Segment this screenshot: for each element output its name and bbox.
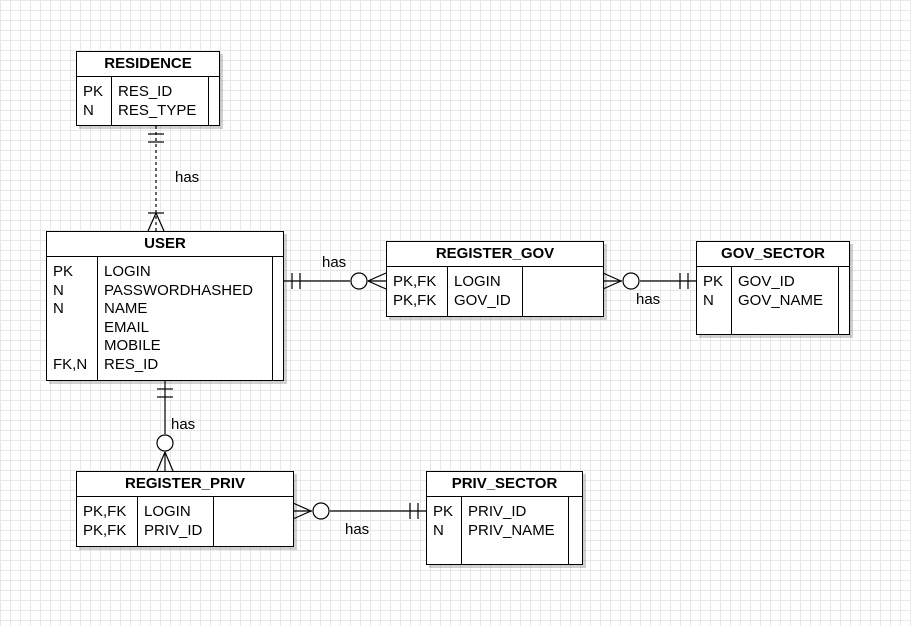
attribute-key: PK bbox=[53, 263, 74, 280]
column-divider bbox=[97, 257, 98, 380]
connector-residence-user bbox=[147, 126, 165, 232]
crowfoot-mark bbox=[292, 510, 312, 520]
connector-user-register-gov bbox=[284, 272, 387, 290]
column-divider bbox=[137, 497, 138, 546]
crowfoot-mark bbox=[367, 280, 387, 290]
column-divider bbox=[208, 77, 209, 125]
entity-title: REGISTER_GOV bbox=[387, 242, 603, 267]
column-divider bbox=[522, 267, 523, 316]
relationship-label-user-register-gov: has bbox=[322, 254, 347, 271]
attribute-key: N bbox=[53, 281, 64, 299]
attribute-name: MOBILE bbox=[104, 337, 161, 355]
column-divider bbox=[213, 497, 214, 546]
column-divider bbox=[461, 497, 462, 564]
column-divider bbox=[731, 267, 732, 334]
crowfoot-mark bbox=[156, 451, 166, 472]
column-divider bbox=[447, 267, 448, 316]
cardinality-zero-mark bbox=[350, 272, 368, 290]
attribute-key: PK,FK bbox=[393, 273, 437, 290]
attribute-name: RES_ID bbox=[104, 355, 159, 373]
attribute-name: LOGIN bbox=[454, 273, 501, 290]
cardinality-zero-mark bbox=[156, 434, 174, 452]
attribute-name: RES_TYPE bbox=[118, 101, 197, 119]
attribute-name: PRIV_NAME bbox=[468, 521, 555, 539]
crowfoot-mark bbox=[147, 212, 157, 232]
connector-register-priv-priv-sector bbox=[292, 502, 426, 520]
attribute-name: LOGIN bbox=[104, 263, 151, 280]
attribute-name: GOV_ID bbox=[738, 273, 795, 290]
crowfoot-mark bbox=[155, 212, 165, 232]
connector-user-register-priv bbox=[156, 381, 174, 472]
cardinality-zero-mark bbox=[312, 502, 330, 520]
relationship-label-user-register-priv: has bbox=[171, 416, 196, 433]
column-divider bbox=[272, 257, 273, 380]
attribute-key: FK,N bbox=[53, 355, 88, 373]
attribute-key: N bbox=[53, 300, 64, 318]
crowfoot-mark bbox=[292, 502, 312, 512]
crowfoot-mark bbox=[602, 280, 622, 290]
relationship-label-register-priv-priv-sector: has bbox=[345, 521, 370, 538]
attribute-name: NAME bbox=[104, 300, 148, 318]
attribute-key: PK bbox=[433, 503, 454, 520]
attribute-name: PRIV_ID bbox=[468, 503, 527, 520]
cardinality-zero-mark bbox=[622, 272, 640, 290]
crowfoot-mark bbox=[602, 272, 622, 282]
column-divider bbox=[568, 497, 569, 564]
attribute-key: PK bbox=[703, 273, 724, 290]
attribute-name: RES_ID bbox=[118, 83, 173, 100]
attribute-name: PASSWORDHASHED bbox=[104, 281, 253, 299]
relationship-label-residence-user: has bbox=[175, 169, 200, 186]
attribute-name: LOGIN bbox=[144, 503, 191, 520]
attribute-name: EMAIL bbox=[104, 318, 150, 336]
connector-register-gov-gov-sector bbox=[602, 272, 696, 290]
attribute-name: GOV_NAME bbox=[738, 291, 824, 309]
attribute-key: PK,FK bbox=[83, 503, 127, 520]
attribute-key: PK,FK bbox=[393, 291, 437, 309]
crowfoot-mark bbox=[367, 272, 387, 282]
attribute-key: PK bbox=[83, 83, 104, 100]
attribute-name: GOV_ID bbox=[454, 291, 511, 309]
entity-title: USER bbox=[47, 232, 283, 257]
attribute-key: N bbox=[703, 291, 714, 309]
attribute-key: N bbox=[433, 521, 444, 539]
relationship-label-register-gov-gov-sector: has bbox=[636, 291, 661, 308]
column-divider bbox=[111, 77, 112, 125]
entity-title: RESIDENCE bbox=[77, 52, 219, 77]
attribute-key bbox=[53, 319, 97, 338]
entity-title: PRIV_SECTOR bbox=[427, 472, 582, 497]
attribute-key bbox=[53, 337, 97, 356]
entity-title: GOV_SECTOR bbox=[697, 242, 849, 267]
attribute-key: N bbox=[83, 101, 94, 119]
entity-title: REGISTER_PRIV bbox=[77, 472, 293, 497]
attribute-key: PK,FK bbox=[83, 521, 127, 539]
column-divider bbox=[838, 267, 839, 334]
crowfoot-mark bbox=[164, 451, 174, 472]
attribute-name: PRIV_ID bbox=[144, 521, 203, 539]
